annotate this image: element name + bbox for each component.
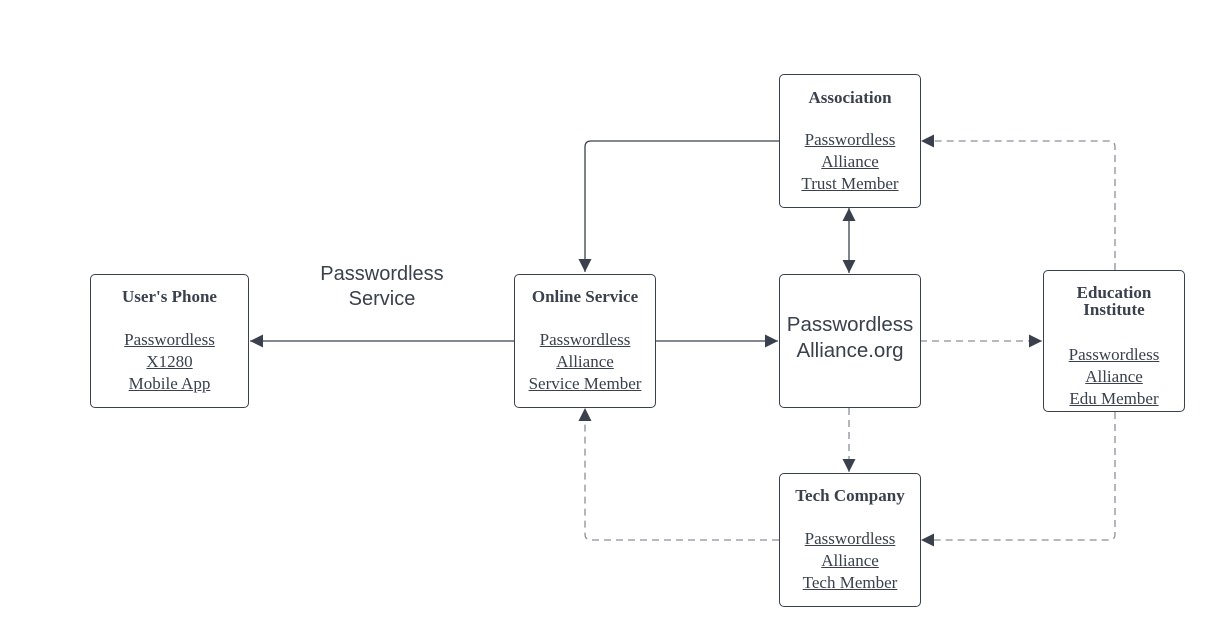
link-education-to-association	[921, 134, 1116, 270]
node-title: Online Service	[531, 287, 639, 306]
node-education-institute[interactable]: Education Institute Passwordless Allianc…	[1043, 270, 1185, 412]
node-link[interactable]: Passwordless X1280 Mobile App	[124, 330, 215, 393]
link-education-to-tech	[921, 412, 1116, 547]
edge-label-passwordless-service: Passwordless Service	[320, 263, 444, 310]
node-link[interactable]: Passwordless Alliance Service Member	[528, 330, 642, 393]
node-title: User's Phone	[122, 287, 217, 306]
link-tech-to-online	[578, 408, 779, 541]
node-tech-company[interactable]: Tech Company Passwordless Alliance Tech …	[779, 473, 921, 607]
node-users-phone[interactable]: User's Phone Passwordless X1280 Mobile A…	[90, 274, 249, 408]
node-title: Education Institute	[1076, 283, 1152, 319]
node-label: Passwordless Alliance.org	[786, 313, 914, 362]
node-online-service[interactable]: Online Service Passwordless Alliance Ser…	[514, 274, 656, 408]
node-link[interactable]: Passwordless Alliance Edu Member	[1068, 345, 1160, 408]
node-link[interactable]: Passwordless Alliance Tech Member	[802, 529, 898, 592]
node-title: Tech Company	[795, 486, 905, 505]
node-passwordless-alliance[interactable]: Passwordless Alliance.org	[779, 274, 921, 408]
node-link[interactable]: Passwordless Alliance Trust Member	[801, 130, 899, 193]
node-association[interactable]: Association Passwordless Alliance Trust …	[779, 74, 921, 208]
link-association-to-online	[578, 140, 779, 272]
node-title: Association	[808, 88, 892, 107]
